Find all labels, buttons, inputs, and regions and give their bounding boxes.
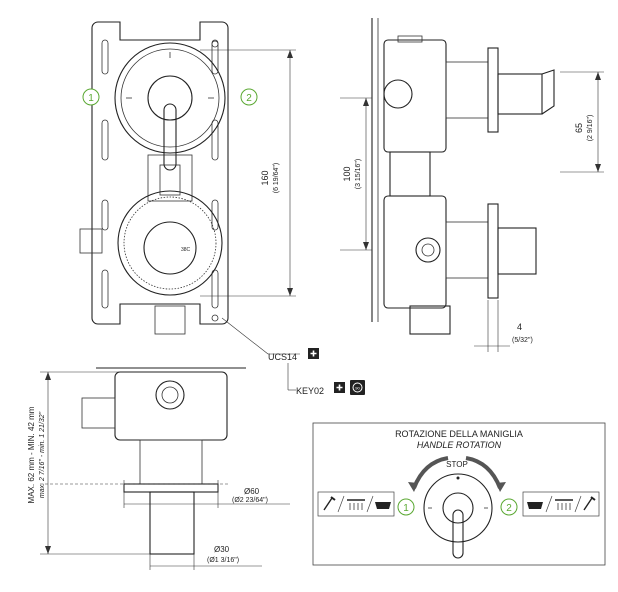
bottom-outlet-side: [409, 305, 451, 335]
dia-30-mm: Ø30: [214, 545, 230, 554]
rotation-hub: [442, 492, 474, 524]
bracket-slots-left: [101, 39, 109, 309]
front-view: 38C 1 2 160 (6 19/64") UCS14 KEY02 90: [79, 21, 365, 396]
stop-label: STOP: [446, 460, 468, 469]
marker-2-label: 2: [246, 93, 252, 104]
upper-lever-side: [541, 69, 555, 115]
lower-spindle: [445, 221, 489, 279]
marker-1-label: 1: [88, 93, 94, 104]
outlet-icons-right: [522, 491, 600, 517]
upper-handle-hub: [147, 75, 193, 121]
rotation-cover-plate: [423, 473, 493, 543]
rotation-title: ROTAZIONE DELLA MANIGLIA: [395, 429, 523, 439]
handle-30: [149, 491, 195, 555]
upper-cover-plate-inner: [120, 48, 220, 148]
upper-handle-lever: [163, 103, 177, 171]
dia-60-mm: Ø60: [244, 487, 260, 496]
marker-1: [82, 88, 100, 106]
dim-4-mm: 4: [517, 322, 522, 332]
dim-160-mm: 160: [260, 170, 270, 185]
dim-4-in: (5/32"): [512, 337, 533, 344]
bracket-slots-right: [211, 39, 219, 309]
upper-valve-body: [383, 39, 447, 153]
code-ucs14: UCS14: [268, 352, 297, 362]
handle-rotation-panel: ROTAZIONE DELLA MANIGLIA HANDLE ROTATION…: [312, 422, 606, 566]
rotation-marker-2-label: 2: [506, 503, 512, 514]
side-fitting-left: [79, 228, 103, 254]
rotation-subtitle: HANDLE ROTATION: [417, 440, 502, 450]
middle-body: [389, 151, 431, 197]
side-view: 100 (3 15/16") 65 (2 9/16") 4 (5/32"): [340, 18, 604, 352]
rotation-marker-2: [500, 498, 518, 516]
upper-cover-plate-side: [487, 47, 499, 133]
thermostat-knob-side: [497, 227, 537, 275]
rotation-marker-1: [397, 498, 415, 516]
dia-30-in: (Ø1 3/16"): [207, 557, 239, 564]
mount-hole: [211, 314, 219, 322]
dim-100-mm: 100: [342, 166, 352, 181]
upper-handle-side: [497, 73, 543, 115]
cover-plate-60: [123, 483, 219, 493]
side-port: [155, 380, 185, 410]
depth-mm: MAX. 62 mm - MIN. 42 mm: [27, 406, 36, 503]
side-fitting: [81, 397, 116, 429]
overhead-shower-icon: [347, 499, 365, 510]
rotate-90-icon: [350, 380, 365, 395]
dim-65-in: (2 9/16"): [587, 115, 594, 142]
dim-100-in: (3 15/16"): [355, 159, 362, 190]
bathtub-icon: [375, 502, 391, 509]
thermostat-knob: [143, 221, 197, 275]
upper-cover-plate: [114, 42, 226, 154]
spindle-housing: [139, 439, 203, 485]
dia-60-in: (Ø2 23/64"): [232, 497, 268, 504]
bathtub-icon: [527, 502, 543, 509]
lower-valve-body: [383, 195, 447, 309]
mounting-bracket: [91, 21, 229, 325]
mount-hole: [211, 40, 219, 48]
dim-160-in: (6 19/64"): [273, 163, 280, 194]
lower-cover-plate: [117, 190, 223, 296]
lower-cover-plate-side: [487, 203, 499, 299]
hand-shower-icon: [583, 496, 596, 511]
bottom-view: MAX. 62 mm - MIN. 42 mm max. 2 7/16" - m…: [27, 367, 290, 570]
rotation-marker-1-label: 1: [403, 503, 409, 514]
valve-body-bottom: [114, 371, 228, 441]
outlet-icons-left: [317, 491, 395, 517]
upper-spindle: [445, 61, 489, 119]
hand-shower-icon: [323, 496, 336, 511]
svg-text:90: 90: [355, 386, 360, 391]
valve-body: [147, 154, 193, 202]
dim-65-mm: 65: [574, 123, 584, 133]
rotation-lever: [452, 509, 464, 559]
marker-2: [240, 88, 258, 106]
depth-in: max. 2 7/16" - min. 1 21/32": [39, 411, 46, 498]
overhead-shower-icon: [555, 499, 573, 510]
svg-text:38C: 38C: [181, 247, 191, 253]
temperature-scale: [123, 196, 217, 290]
upper-port: [383, 79, 413, 109]
code-key02: KEY02: [296, 386, 324, 396]
lower-port: [415, 237, 441, 263]
bottom-fitting: [154, 305, 186, 335]
